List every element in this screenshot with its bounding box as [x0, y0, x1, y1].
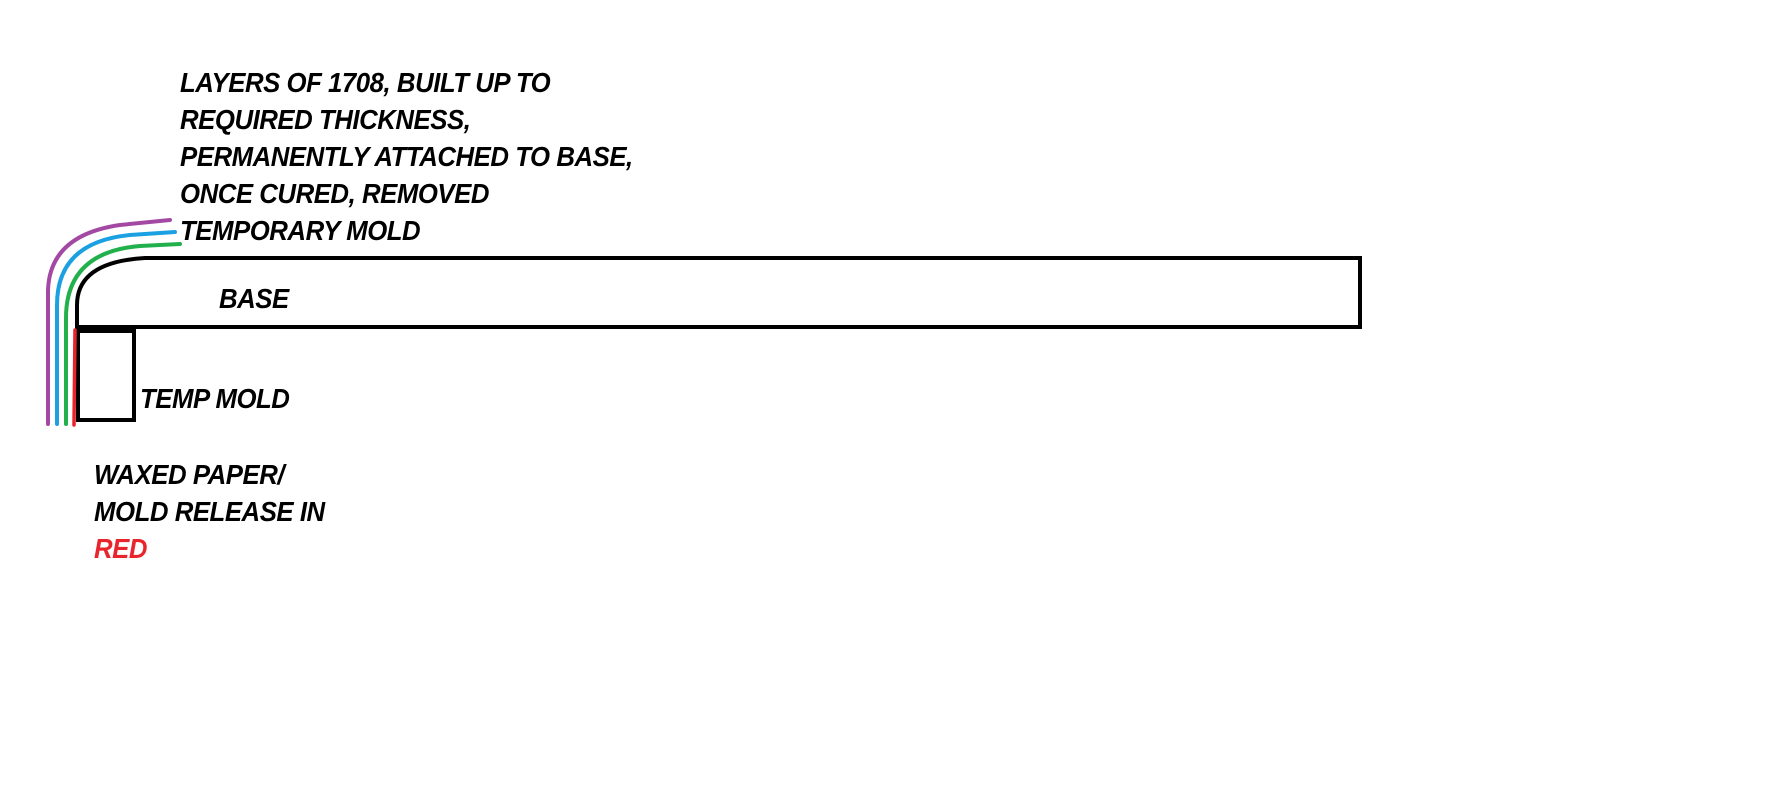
release-note-line: WAXED PAPER/	[94, 459, 285, 490]
base-outline	[75, 256, 1362, 329]
layers-note-line: ONCE CURED, REMOVED	[180, 178, 490, 209]
release-note-line: MOLD RELEASE IN	[94, 496, 325, 527]
temp-mold-outline	[76, 329, 136, 422]
layers-note-line: PERMANENTLY ATTACHED TO BASE,	[180, 141, 633, 172]
layers-note-line: REQUIRED THICKNESS,	[180, 104, 471, 135]
release-note: WAXED PAPER/ MOLD RELEASE IN RED	[94, 456, 325, 567]
layers-note: LAYERS OF 1708, BUILT UP TO REQUIRED THI…	[180, 64, 633, 249]
layers-note-line: LAYERS OF 1708, BUILT UP TO	[180, 67, 551, 98]
base-label: BASE	[219, 283, 289, 314]
layer-purple-line	[46, 218, 172, 426]
layer-green-line	[64, 242, 182, 426]
layers-note-line: TEMPORARY MOLD	[180, 215, 421, 246]
release-layer-line	[72, 328, 77, 427]
release-note-red-word: RED	[94, 533, 148, 564]
temp-mold-label: TEMP MOLD	[140, 383, 290, 414]
layer-blue-line	[55, 230, 177, 426]
